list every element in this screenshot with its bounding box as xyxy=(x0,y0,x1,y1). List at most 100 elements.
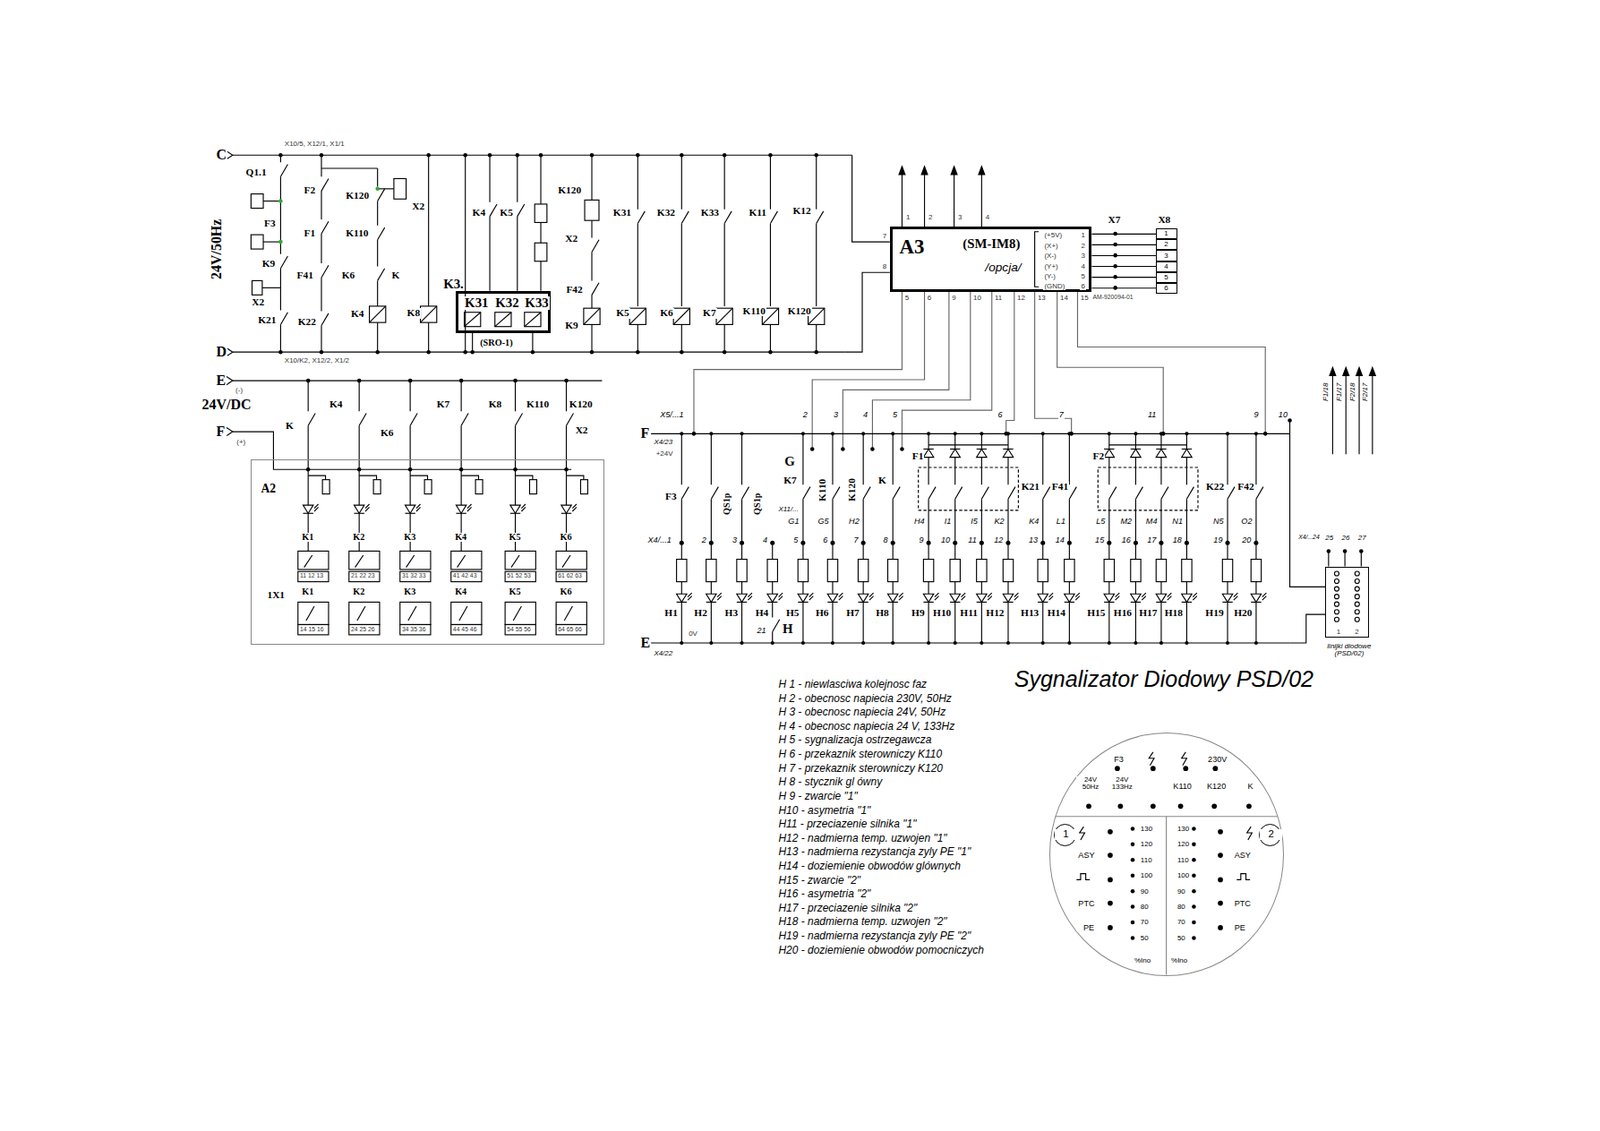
diode-symbol xyxy=(1155,448,1166,450)
panel-led xyxy=(1130,889,1136,894)
contact-block xyxy=(408,606,417,621)
junction-dot xyxy=(861,540,866,546)
wire xyxy=(771,542,773,559)
led-symbol xyxy=(987,596,993,601)
wire xyxy=(831,581,833,595)
label-text: K110 xyxy=(344,228,369,239)
label-text: H3 xyxy=(724,607,740,618)
wire xyxy=(376,168,378,188)
node-text: PE xyxy=(1233,924,1247,933)
node-text: 100 xyxy=(1176,872,1190,880)
contact-symbol xyxy=(410,413,418,427)
node-text: 24V 133Hz xyxy=(1106,776,1138,791)
junction-dot xyxy=(1107,431,1112,436)
terminal-strip xyxy=(400,624,431,634)
node-text: 130 xyxy=(1176,825,1190,833)
fuse-symbol xyxy=(322,479,330,495)
arrow-head xyxy=(1343,367,1350,376)
terminal-strip xyxy=(504,571,536,582)
wire xyxy=(516,216,518,291)
label-text: H 3 - obecnosc napiecia 24V, 50Hz xyxy=(777,707,947,719)
label-text: 3 xyxy=(731,536,738,545)
wire xyxy=(681,581,683,595)
junction-dot xyxy=(462,350,468,355)
relay-symbol xyxy=(298,550,329,570)
relay-coil xyxy=(629,308,646,325)
label-text: (+) xyxy=(235,438,247,446)
junction-dot xyxy=(1133,641,1138,645)
wire xyxy=(928,498,930,559)
relay-coil xyxy=(369,306,386,323)
resistor-symbol xyxy=(1037,559,1048,582)
label-text: 16 xyxy=(1120,536,1132,545)
contact-symbol xyxy=(892,487,900,500)
junction-dot xyxy=(813,153,819,158)
label-text: QS1p xyxy=(722,491,732,516)
label-text: 18 xyxy=(1172,536,1183,545)
wire xyxy=(1069,498,1070,559)
node-text: 3 xyxy=(1079,252,1086,260)
contact-symbol xyxy=(928,487,936,500)
junction-dot xyxy=(801,431,805,436)
node-text: %Ino xyxy=(1170,957,1189,965)
wire xyxy=(681,601,683,643)
module-box: A3(SM-IM8)/opcja/(+5V)(X+)(X-)(Y+)(Y-)(G… xyxy=(889,226,1093,292)
wire xyxy=(377,188,394,189)
junction-dot xyxy=(1067,641,1071,645)
label-text: 15 xyxy=(1079,294,1090,302)
wire xyxy=(741,498,743,559)
led-symbol xyxy=(1250,593,1261,602)
terminal-strip xyxy=(349,571,380,582)
pulse-icon xyxy=(1076,873,1090,881)
contact-symbol xyxy=(280,256,288,269)
wire xyxy=(954,433,956,485)
wire xyxy=(812,291,925,450)
resistor-symbol xyxy=(1130,559,1141,582)
junction-dot xyxy=(1225,431,1230,436)
node-text: K33 xyxy=(523,296,549,310)
led-symbol xyxy=(1115,596,1121,601)
label-text: +24V xyxy=(655,450,675,458)
label-text: G xyxy=(783,454,796,469)
label-text: 11 xyxy=(966,536,977,545)
wire xyxy=(590,251,592,281)
label-text: 7 xyxy=(853,536,860,545)
wire xyxy=(892,581,894,595)
relay-symbol xyxy=(400,550,431,570)
label-text: H7 xyxy=(845,607,861,618)
contact-block xyxy=(556,601,587,625)
diode-symbol xyxy=(976,448,987,457)
node-text: (Y+) xyxy=(1043,263,1059,271)
lightning-icon xyxy=(1079,826,1086,840)
node-text: 50 xyxy=(1176,934,1187,942)
led-symbol xyxy=(1103,593,1114,602)
led-symbol xyxy=(1049,596,1054,601)
wire xyxy=(1057,291,1164,434)
label-text: K6 xyxy=(379,427,395,438)
resistor-symbol xyxy=(857,559,868,582)
label-text: H5 xyxy=(785,607,801,618)
node-text: 1 xyxy=(1079,231,1086,240)
wire xyxy=(981,601,983,643)
junction-dot xyxy=(770,540,775,546)
label-text: X2 xyxy=(564,233,579,244)
wire xyxy=(590,324,592,352)
relay-coil xyxy=(716,308,733,325)
label-text: K6 xyxy=(658,308,675,318)
wire xyxy=(815,223,817,307)
label-text: 10 xyxy=(972,294,983,302)
led-symbol xyxy=(1014,596,1019,601)
relay-coil xyxy=(420,306,437,323)
terminal-box: 3 xyxy=(1155,249,1178,261)
wire xyxy=(263,241,281,243)
label-text: G1 xyxy=(787,517,800,526)
contact-block xyxy=(451,601,482,625)
panel-led xyxy=(1107,900,1113,907)
wire xyxy=(376,239,378,267)
connector-wire xyxy=(1091,287,1156,289)
label-text: K33 xyxy=(700,207,720,218)
junction-dot xyxy=(953,431,958,436)
label-text: K1 xyxy=(300,532,315,542)
node-text: F3 xyxy=(1112,755,1125,764)
